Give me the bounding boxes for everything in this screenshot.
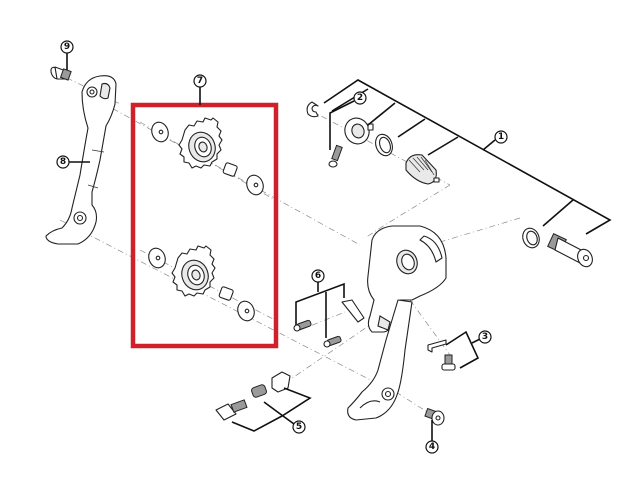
derailleur-main-body <box>367 225 447 333</box>
part-1-spring-assembly <box>306 101 593 268</box>
callout-9: 9 <box>60 40 74 54</box>
inner-cage-plate <box>347 299 413 421</box>
callout-label: 7 <box>197 76 203 86</box>
axle-bolt <box>522 227 593 268</box>
cap-fixing-bolt <box>328 144 343 168</box>
spring-cap <box>344 117 374 145</box>
callout-label: 5 <box>296 422 302 432</box>
callout-label: 3 <box>482 332 488 342</box>
part-3-stop-plate <box>427 339 456 371</box>
callout-7: 7 <box>193 74 207 88</box>
callout-label: 2 <box>357 93 363 103</box>
part-7-upper-pulley-group <box>151 117 264 196</box>
leader-lines <box>66 53 612 441</box>
callout-label: 9 <box>64 42 70 52</box>
callout-4: 4 <box>425 440 439 454</box>
callout-1: 1 <box>494 130 508 144</box>
lower-pulley-wheel <box>171 245 216 297</box>
upper-pulley-wheel <box>178 117 223 169</box>
callout-5: 5 <box>292 420 306 434</box>
highlight-box <box>130 102 279 349</box>
callout-6: 6 <box>311 269 325 283</box>
part-5-cable-adjuster <box>215 371 291 421</box>
callout-label: 4 <box>429 442 435 452</box>
callout-8: 8 <box>56 155 70 169</box>
callout-label: 8 <box>60 157 66 167</box>
part-7-lower-pulley-group <box>148 245 255 322</box>
coil-spring <box>405 154 440 185</box>
callout-label: 1 <box>498 132 504 142</box>
callout-3: 3 <box>478 330 492 344</box>
callout-2: 2 <box>353 91 367 105</box>
part-8-outer-cage-plate <box>45 75 117 245</box>
callout-label: 6 <box>315 271 321 281</box>
part-9-cage-bolt <box>50 66 72 81</box>
part-6-adjusting-screws <box>293 299 365 348</box>
part-4-pivot-bolt <box>424 407 445 426</box>
